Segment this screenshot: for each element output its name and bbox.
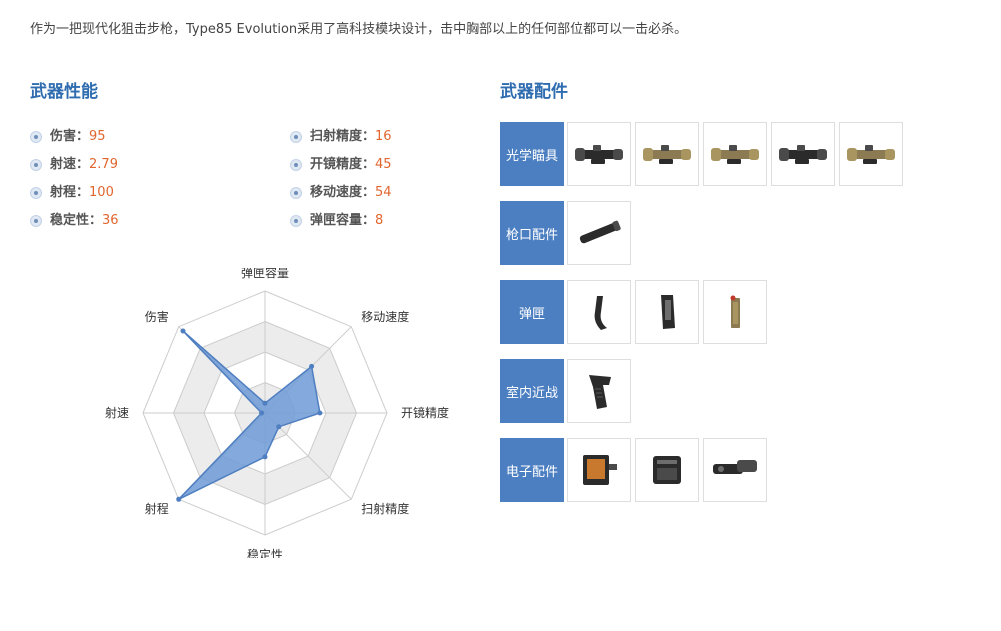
attachment-row: 光学瞄具	[500, 122, 907, 186]
scope-icon	[575, 145, 623, 164]
box-magazine-icon	[661, 295, 675, 329]
bullet-icon	[30, 215, 42, 227]
attachment-item[interactable]	[839, 122, 903, 186]
attachment-item[interactable]	[567, 359, 631, 423]
attachment-item[interactable]	[703, 280, 767, 344]
attachment-category-label: 枪口配件	[500, 201, 564, 265]
radar-data-point	[259, 410, 265, 416]
attachment-category-label: 弹匣	[500, 280, 564, 344]
bullet-icon	[30, 187, 42, 199]
attachment-item[interactable]	[567, 122, 631, 186]
stat-separator: ：	[76, 185, 90, 200]
stat-key: 射程	[50, 185, 77, 200]
attachment-item[interactable]	[635, 280, 699, 344]
stat-separator: ：	[76, 129, 90, 144]
weapon-description: 作为一把现代化狙击步枪，Type85 Evolution采用了高科技模块设计，击…	[30, 22, 688, 37]
stat-key: 扫射精度	[310, 129, 363, 144]
attachment-category-label: 室内近战	[500, 359, 564, 423]
bullet-icon	[290, 215, 302, 227]
attachment-item[interactable]	[567, 280, 631, 344]
stat-fire-rate: 射速：2.79	[30, 154, 118, 176]
stat-mag-capacity: 弹匣容量：8	[290, 210, 383, 232]
stat-stability: 稳定性：36	[30, 210, 119, 232]
stat-value: 2.79	[89, 157, 118, 172]
stat-key: 弹匣容量	[310, 213, 363, 228]
radar-data-point	[176, 496, 182, 502]
stat-value: 16	[375, 129, 392, 144]
radar-axis-label: 移动速度	[361, 309, 409, 324]
stat-value: 8	[375, 213, 384, 228]
stat-key: 移动速度	[310, 185, 363, 200]
stat-separator: ：	[76, 157, 90, 172]
attachment-row: 弹匣	[500, 280, 771, 344]
radar-chart: 弹匣容量移动速度开镜精度扫射精度稳定性 射程 射速 伤害	[100, 265, 460, 562]
attachment-category-label: 电子配件	[500, 438, 564, 502]
stat-value: 36	[102, 213, 119, 228]
stat-key: 射速	[50, 157, 77, 172]
attachment-item[interactable]	[567, 438, 631, 502]
tan-magazine-icon	[730, 295, 740, 328]
stat-move-speed: 移动速度：54	[290, 182, 392, 204]
attachment-row: 电子配件	[500, 438, 771, 502]
stat-value: 54	[375, 185, 392, 200]
laser-device-icon	[713, 460, 757, 474]
radar-axis-label: 射程	[145, 501, 169, 516]
attachment-row: 室内近战	[500, 359, 635, 423]
bullet-icon	[290, 131, 302, 143]
scope-icon	[643, 145, 691, 164]
radar-data-point	[276, 424, 282, 430]
stat-value: 100	[89, 185, 114, 200]
stat-value: 45	[375, 157, 392, 172]
radar-data-point	[262, 400, 268, 406]
stat-range: 射程：100	[30, 182, 114, 204]
stat-key: 伤害	[50, 129, 77, 144]
stat-separator: ：	[362, 185, 376, 200]
stat-key: 稳定性	[50, 213, 90, 228]
radar-data-point	[180, 328, 186, 334]
stat-separator: ：	[362, 213, 376, 228]
bullet-icon	[30, 159, 42, 171]
sensor-device-icon	[653, 456, 681, 484]
scope-icon	[779, 145, 827, 164]
radar-axis-label: 扫射精度	[361, 501, 409, 516]
bullet-icon	[290, 159, 302, 171]
attachment-item[interactable]	[567, 201, 631, 265]
radar-data-point	[317, 410, 323, 416]
performance-title: 武器性能	[30, 82, 98, 102]
stat-separator: ：	[89, 213, 103, 228]
monitor-device-icon	[583, 455, 617, 485]
grip-icon	[589, 375, 611, 409]
radar-axis-label: 开镜精度	[401, 405, 449, 420]
radar-axis-label: 稳定性	[247, 547, 283, 558]
stat-separator: ：	[362, 157, 376, 172]
attachment-item[interactable]	[703, 438, 767, 502]
stats-panel: 伤害：95 射速：2.79 射程：100 稳定性：36 扫射精度：16 开镜精度…	[30, 126, 470, 238]
bullet-icon	[30, 131, 42, 143]
attachment-row: 枪口配件	[500, 201, 635, 265]
stat-spray-accuracy: 扫射精度：16	[290, 126, 392, 148]
radar-axis-label: 伤害	[145, 309, 169, 324]
attachment-item[interactable]	[771, 122, 835, 186]
stat-separator: ：	[362, 129, 376, 144]
stat-key: 开镜精度	[310, 157, 363, 172]
attachments-title: 武器配件	[500, 82, 568, 102]
attachment-item[interactable]	[703, 122, 767, 186]
scope-icon	[847, 145, 895, 164]
suppressor-icon	[579, 220, 621, 244]
attachment-item[interactable]	[635, 122, 699, 186]
radar-data-point	[262, 454, 268, 460]
stat-scope-accuracy: 开镜精度：45	[290, 154, 392, 176]
radar-axis-label: 弹匣容量	[241, 268, 289, 280]
scope-icon	[711, 145, 759, 164]
attachment-item[interactable]	[635, 438, 699, 502]
stat-damage: 伤害：95	[30, 126, 106, 148]
radar-data-point	[309, 363, 315, 369]
stat-value: 95	[89, 129, 106, 144]
bullet-icon	[290, 187, 302, 199]
radar-axis-label: 射速	[105, 405, 129, 420]
curved-magazine-icon	[594, 296, 607, 330]
attachment-category-label: 光学瞄具	[500, 122, 564, 186]
